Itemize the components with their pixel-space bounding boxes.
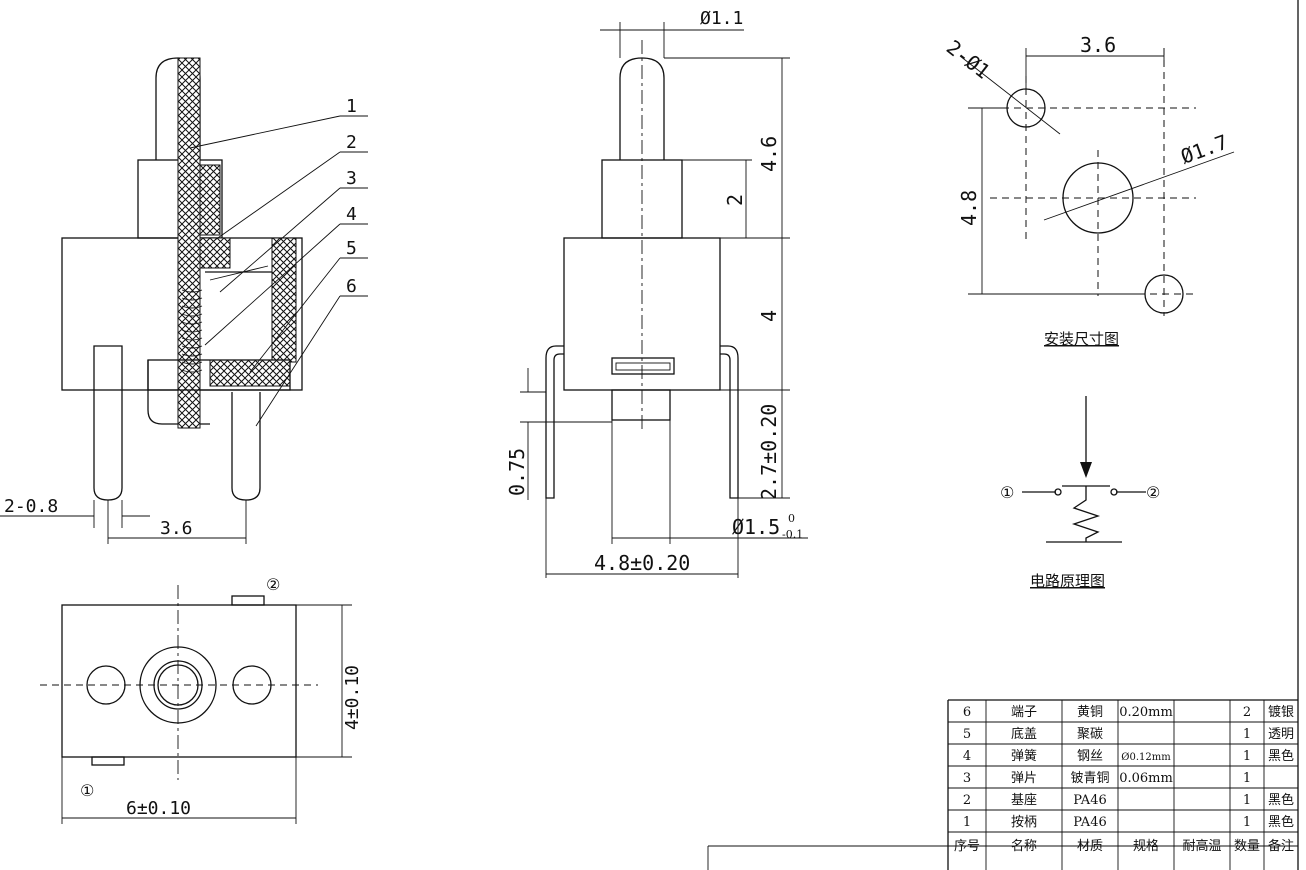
side-section-view: 1 2 3 4 5 6 2-0.8 3.6 <box>0 57 368 544</box>
bom-cell: 1 <box>1243 793 1251 808</box>
bom-cell: 黑色 <box>1268 792 1294 808</box>
bom-cell: 黄铜 <box>1077 705 1103 720</box>
height-total-dim: 4.6 <box>757 136 781 172</box>
mount-width-dim: 3.6 <box>1080 33 1116 57</box>
bom-cell: 弹片 <box>1011 771 1037 786</box>
stem-dia-dim: Ø1.1 <box>700 8 743 29</box>
callout-1: 1 <box>346 96 357 117</box>
bom-cell: Ø0.12mm <box>1121 752 1171 763</box>
height-cap-dim: 2 <box>723 194 747 206</box>
bom-header-cell: 耐高温 <box>1182 838 1221 854</box>
bom-header-cell: 序号 <box>954 839 980 854</box>
bom-header-cell: 备注 <box>1268 838 1294 854</box>
bom-cell: 1 <box>1243 727 1251 742</box>
height-body-dim: 4 <box>757 310 781 322</box>
bom-cell: 端子 <box>1011 705 1037 720</box>
bom-cell: 1 <box>1243 815 1251 830</box>
bom-cell: 6 <box>963 705 971 720</box>
bom-header-cell: 数量 <box>1234 839 1260 854</box>
circuit-caption: 电路原理图 <box>1030 572 1105 590</box>
bom-cell: 铍青铜 <box>1070 771 1109 786</box>
mount-height-dim: 4.8 <box>957 190 981 226</box>
circuit-terminal-1: ① <box>1000 483 1014 502</box>
bom-cell: 透明 <box>1268 727 1294 742</box>
circuit-diagram: ① ② 电路原理图 <box>1000 396 1160 590</box>
bom-cell: PA46 <box>1073 815 1106 830</box>
pin-len-dim: 2.7±0.20 <box>757 404 781 500</box>
bom-cell: 钢丝 <box>1077 749 1103 764</box>
terminal-1-label: ① <box>80 781 94 800</box>
bom-cell: 3 <box>963 771 971 786</box>
bom-cell: 弹簧 <box>1011 748 1037 764</box>
bom-header-cell: 规格 <box>1133 838 1159 854</box>
mounting-view: 3.6 4.8 2-Ø1 Ø1.7 安装尺寸图 <box>942 33 1235 348</box>
bom-cell: 黑色 <box>1268 814 1294 830</box>
callout-5: 5 <box>346 238 357 259</box>
bom-cell: 2 <box>1243 705 1251 720</box>
bom-cell: 1 <box>963 815 971 830</box>
pin-offset-dim: 0.75 <box>505 448 529 496</box>
bom-cell: PA46 <box>1073 793 1106 808</box>
bom-cell: 黑色 <box>1268 748 1294 764</box>
bom-cell: 0.06mm <box>1119 771 1173 786</box>
callout-3: 3 <box>346 168 357 189</box>
base-tol-lower: -0.1 <box>782 528 803 541</box>
front-view: Ø1.1 4.6 2 4 2.7±0.20 0.75 Ø1.5 0 -0.1 4… <box>505 8 808 578</box>
bottom-view: ② ① 4±0.10 6±0.10 <box>40 575 363 824</box>
bom-cell: 基座 <box>1011 793 1037 808</box>
callout-4: 4 <box>346 204 357 225</box>
bom-cell: 0.20mm <box>1119 705 1173 720</box>
callout-6: 6 <box>346 276 357 297</box>
bom-cell: 1 <box>1243 749 1251 764</box>
pin-dia-dim: 2-0.8 <box>4 496 58 517</box>
base-dia-dim: Ø1.5 <box>732 515 780 539</box>
bom-header-cell: 材质 <box>1077 839 1103 854</box>
bom-cell: 聚碳 <box>1077 727 1103 742</box>
pitch-dim: 3.6 <box>160 518 193 539</box>
bom-cell: 1 <box>1243 771 1251 786</box>
callout-2: 2 <box>346 132 357 153</box>
bom-header-cell: 名称 <box>1011 838 1037 854</box>
mount-caption: 安装尺寸图 <box>1044 330 1119 348</box>
bom-cell: 底盖 <box>1011 726 1037 742</box>
bom-cell: 按柄 <box>1011 815 1037 830</box>
circuit-terminal-2: ② <box>1146 483 1160 502</box>
base-tol-upper: 0 <box>788 512 795 525</box>
bottom-height-dim: 4±0.10 <box>342 665 363 730</box>
bom-cell: 2 <box>963 793 971 808</box>
terminal-2-label: ② <box>266 575 280 594</box>
bottom-width-dim: 6±0.10 <box>126 798 191 819</box>
bom-cell: 5 <box>963 727 971 742</box>
bom-cell: 4 <box>963 749 971 764</box>
bom-table: 6 端子 黄铜 0.20mm 2 镀银 5 底盖 聚碳 1 透明 4 弹簧 钢丝 Ø0.12mm 1 黑色 3 弹片… <box>707 0 1299 870</box>
bom-cell: 镀银 <box>1268 704 1294 720</box>
front-width-dim: 4.8±0.20 <box>594 551 690 575</box>
